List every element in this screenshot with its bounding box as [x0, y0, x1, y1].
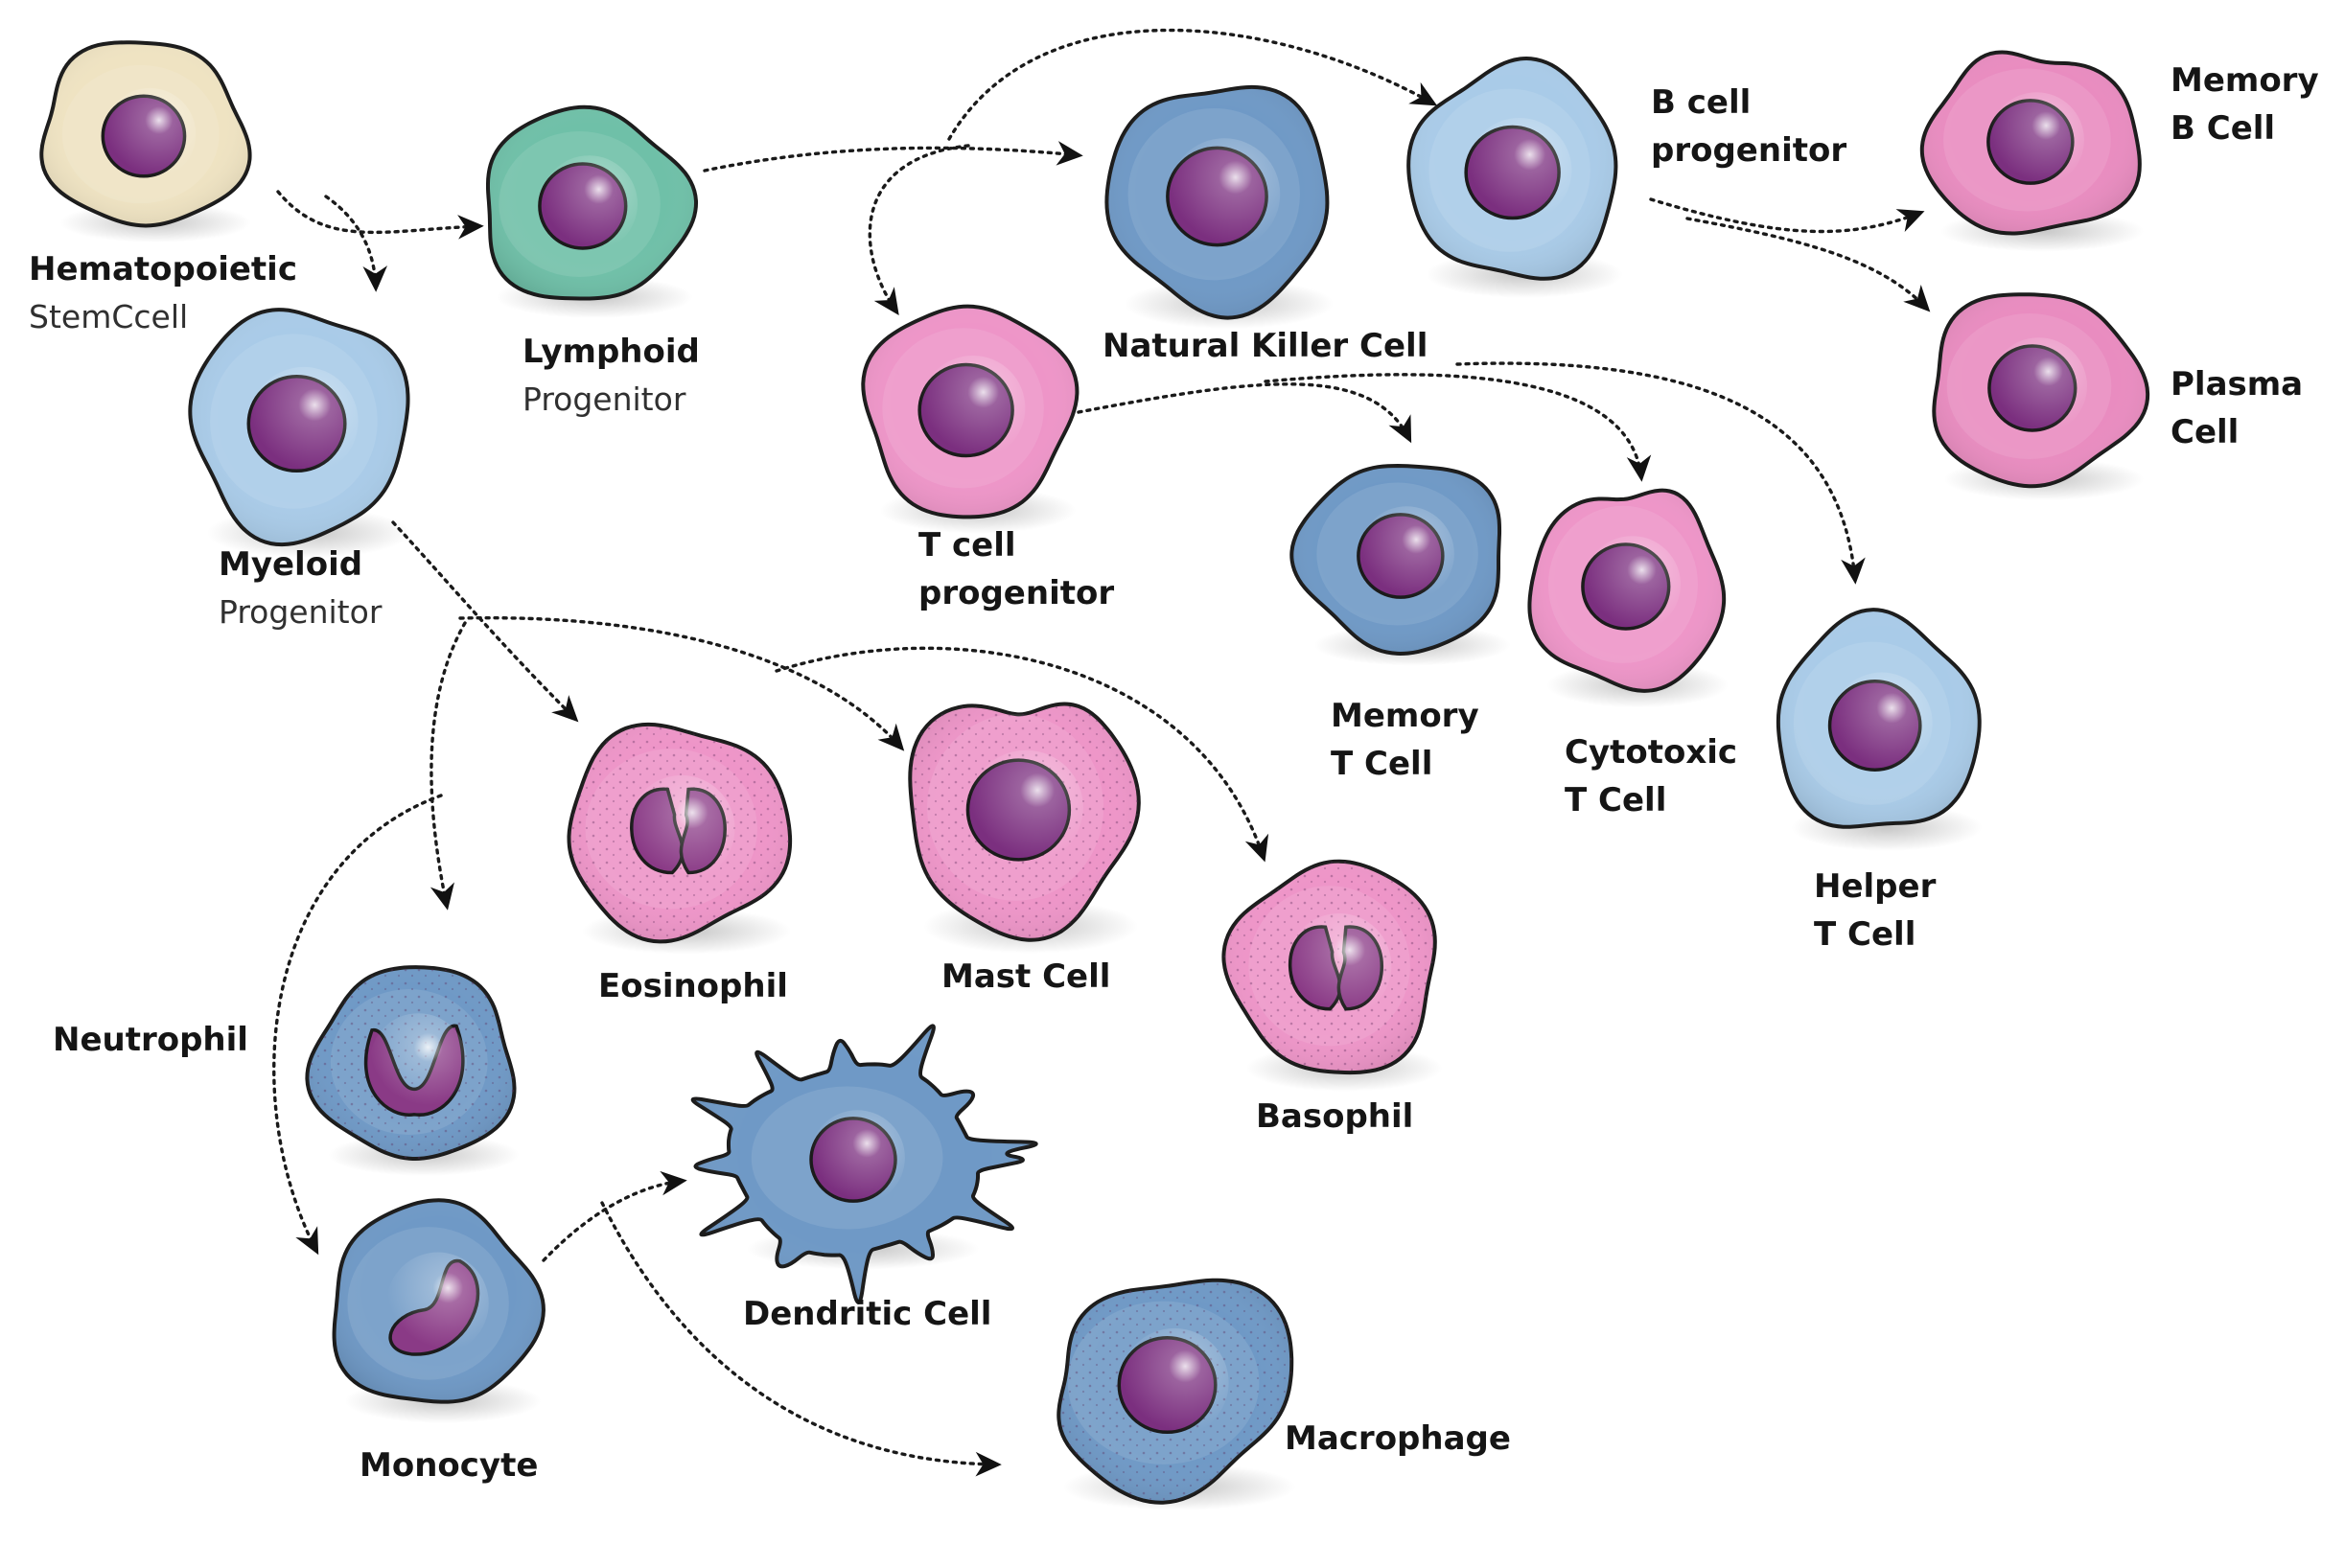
cell-neutrophil: [305, 965, 520, 1176]
label-myeloid: Myeloid: [219, 545, 362, 584]
arrow-bprog-to-plasma: [1685, 217, 1931, 312]
label-mast: Mast Cell: [941, 957, 1110, 996]
arrow-monocyte-to-dendritic: [542, 1170, 687, 1262]
label-cytot-line-1: Cytotoxic: [1565, 733, 1737, 772]
monocyte-highlight: [386, 1252, 489, 1354]
arrow-hsc-to-myeloid: [324, 195, 388, 292]
labels-layer: HematopoieticStemCcellLymphoidProgenitor…: [29, 61, 2319, 1485]
cytot-highlight: [1583, 536, 1681, 634]
cell-basophil: [1221, 859, 1443, 1092]
arrow-tprog-to-cytot: [1264, 373, 1652, 482]
hsc-highlight: [104, 87, 197, 180]
cell-memb: [1919, 50, 2145, 252]
label-plasma-line-2: Cell: [2171, 413, 2239, 451]
arrow-lymphoid-to-bprog: [947, 28, 1438, 141]
cell-myeloid: [188, 308, 411, 559]
lymphoid-highlight: [540, 155, 638, 253]
cell-memt: [1289, 463, 1511, 666]
label-lymphoid-subtitle: Progenitor: [522, 380, 686, 418]
arrow-myeloid-to-eosinophil: [391, 520, 579, 723]
cell-cytot: [1527, 488, 1729, 708]
plasma-highlight: [1989, 337, 2087, 435]
neutrophil-highlight: [369, 1013, 467, 1111]
label-eosinophil: Eosinophil: [598, 967, 788, 1005]
tprog-highlight: [920, 355, 1026, 461]
label-memb-line-2: B Cell: [2171, 109, 2275, 148]
arrow-tprog-to-memt: [1077, 382, 1412, 444]
cell-tprog: [861, 304, 1080, 534]
arrow-bprog-to-memb: [1649, 197, 1925, 234]
arrow-myeloid-to-mast: [458, 615, 905, 751]
bprog-highlight: [1467, 117, 1572, 223]
cells-layer: [39, 40, 2150, 1511]
arrow-monocyte-to-macrophage: [600, 1201, 1002, 1477]
cell-bprog: [1406, 56, 1623, 299]
label-myeloid-subtitle: Progenitor: [219, 593, 383, 631]
cell-hsc: [39, 40, 252, 243]
arrow-myeloid-to-monocyte: [272, 794, 443, 1256]
label-basophil: Basophil: [1256, 1097, 1413, 1136]
arrow-lymphoid-to-nk: [703, 141, 1083, 173]
label-memt-line-1: Memory: [1331, 697, 1479, 735]
arrow-myeloid-to-neutrophil: [430, 621, 467, 911]
arrow-hsc-to-lymphoid: [276, 190, 484, 240]
label-bprog-line-2: progenitor: [1651, 131, 1846, 170]
cell-dendritic: [690, 1024, 1038, 1304]
label-tprog-line-1: T cell: [918, 526, 1016, 565]
label-tprog-line-2: progenitor: [918, 574, 1114, 612]
cell-nk: [1104, 84, 1335, 330]
label-plasma-line-1: Plasma: [2171, 365, 2303, 404]
label-memb-line-1: Memory: [2171, 61, 2319, 100]
myeloid-highlight: [249, 366, 359, 476]
dendritic-highlight: [809, 1110, 905, 1206]
cell-helpert: [1776, 608, 1983, 852]
label-neutrophil: Neutrophil: [53, 1021, 248, 1059]
cell-lymphoid: [485, 104, 699, 318]
label-helpert-line-2: T Cell: [1814, 915, 1915, 954]
mast-highlight: [968, 749, 1083, 865]
cell-macrophage: [1056, 1278, 1296, 1511]
eosinophil-highlight: [628, 774, 735, 883]
connection-arrows: [272, 28, 1931, 1477]
memt-highlight: [1358, 506, 1454, 602]
macrophage-highlight: [1120, 1327, 1229, 1438]
cell-mast: [908, 702, 1141, 954]
label-cytot-line-2: T Cell: [1565, 781, 1666, 819]
label-hsc-subtitle: StemCcell: [29, 298, 188, 335]
arrow-lymphoid-to-tprog: [868, 144, 970, 315]
label-nk: Natural Killer Cell: [1103, 327, 1428, 365]
label-macrophage: Macrophage: [1285, 1419, 1511, 1458]
helpert-highlight: [1830, 672, 1933, 774]
label-hsc: Hematopoietic: [29, 250, 297, 288]
label-bprog-line-1: B cell: [1651, 83, 1751, 122]
label-lymphoid: Lymphoid: [522, 333, 700, 371]
cell-plasma: [1932, 292, 2150, 500]
nk-highlight: [1168, 138, 1281, 250]
arrow-myeloid-to-basophil: [775, 646, 1269, 863]
cell-monocyte: [332, 1198, 546, 1423]
label-monocyte: Monocyte: [360, 1446, 538, 1485]
basophil-highlight: [1287, 912, 1392, 1019]
arrow-tprog-to-helpert: [1455, 361, 1866, 585]
memb-highlight: [1988, 92, 2084, 188]
cell-eosinophil: [567, 722, 793, 955]
label-helpert-line-1: Helper: [1814, 867, 1937, 906]
label-memt-line-2: T Cell: [1331, 745, 1432, 783]
label-dendritic: Dendritic Cell: [743, 1295, 991, 1333]
